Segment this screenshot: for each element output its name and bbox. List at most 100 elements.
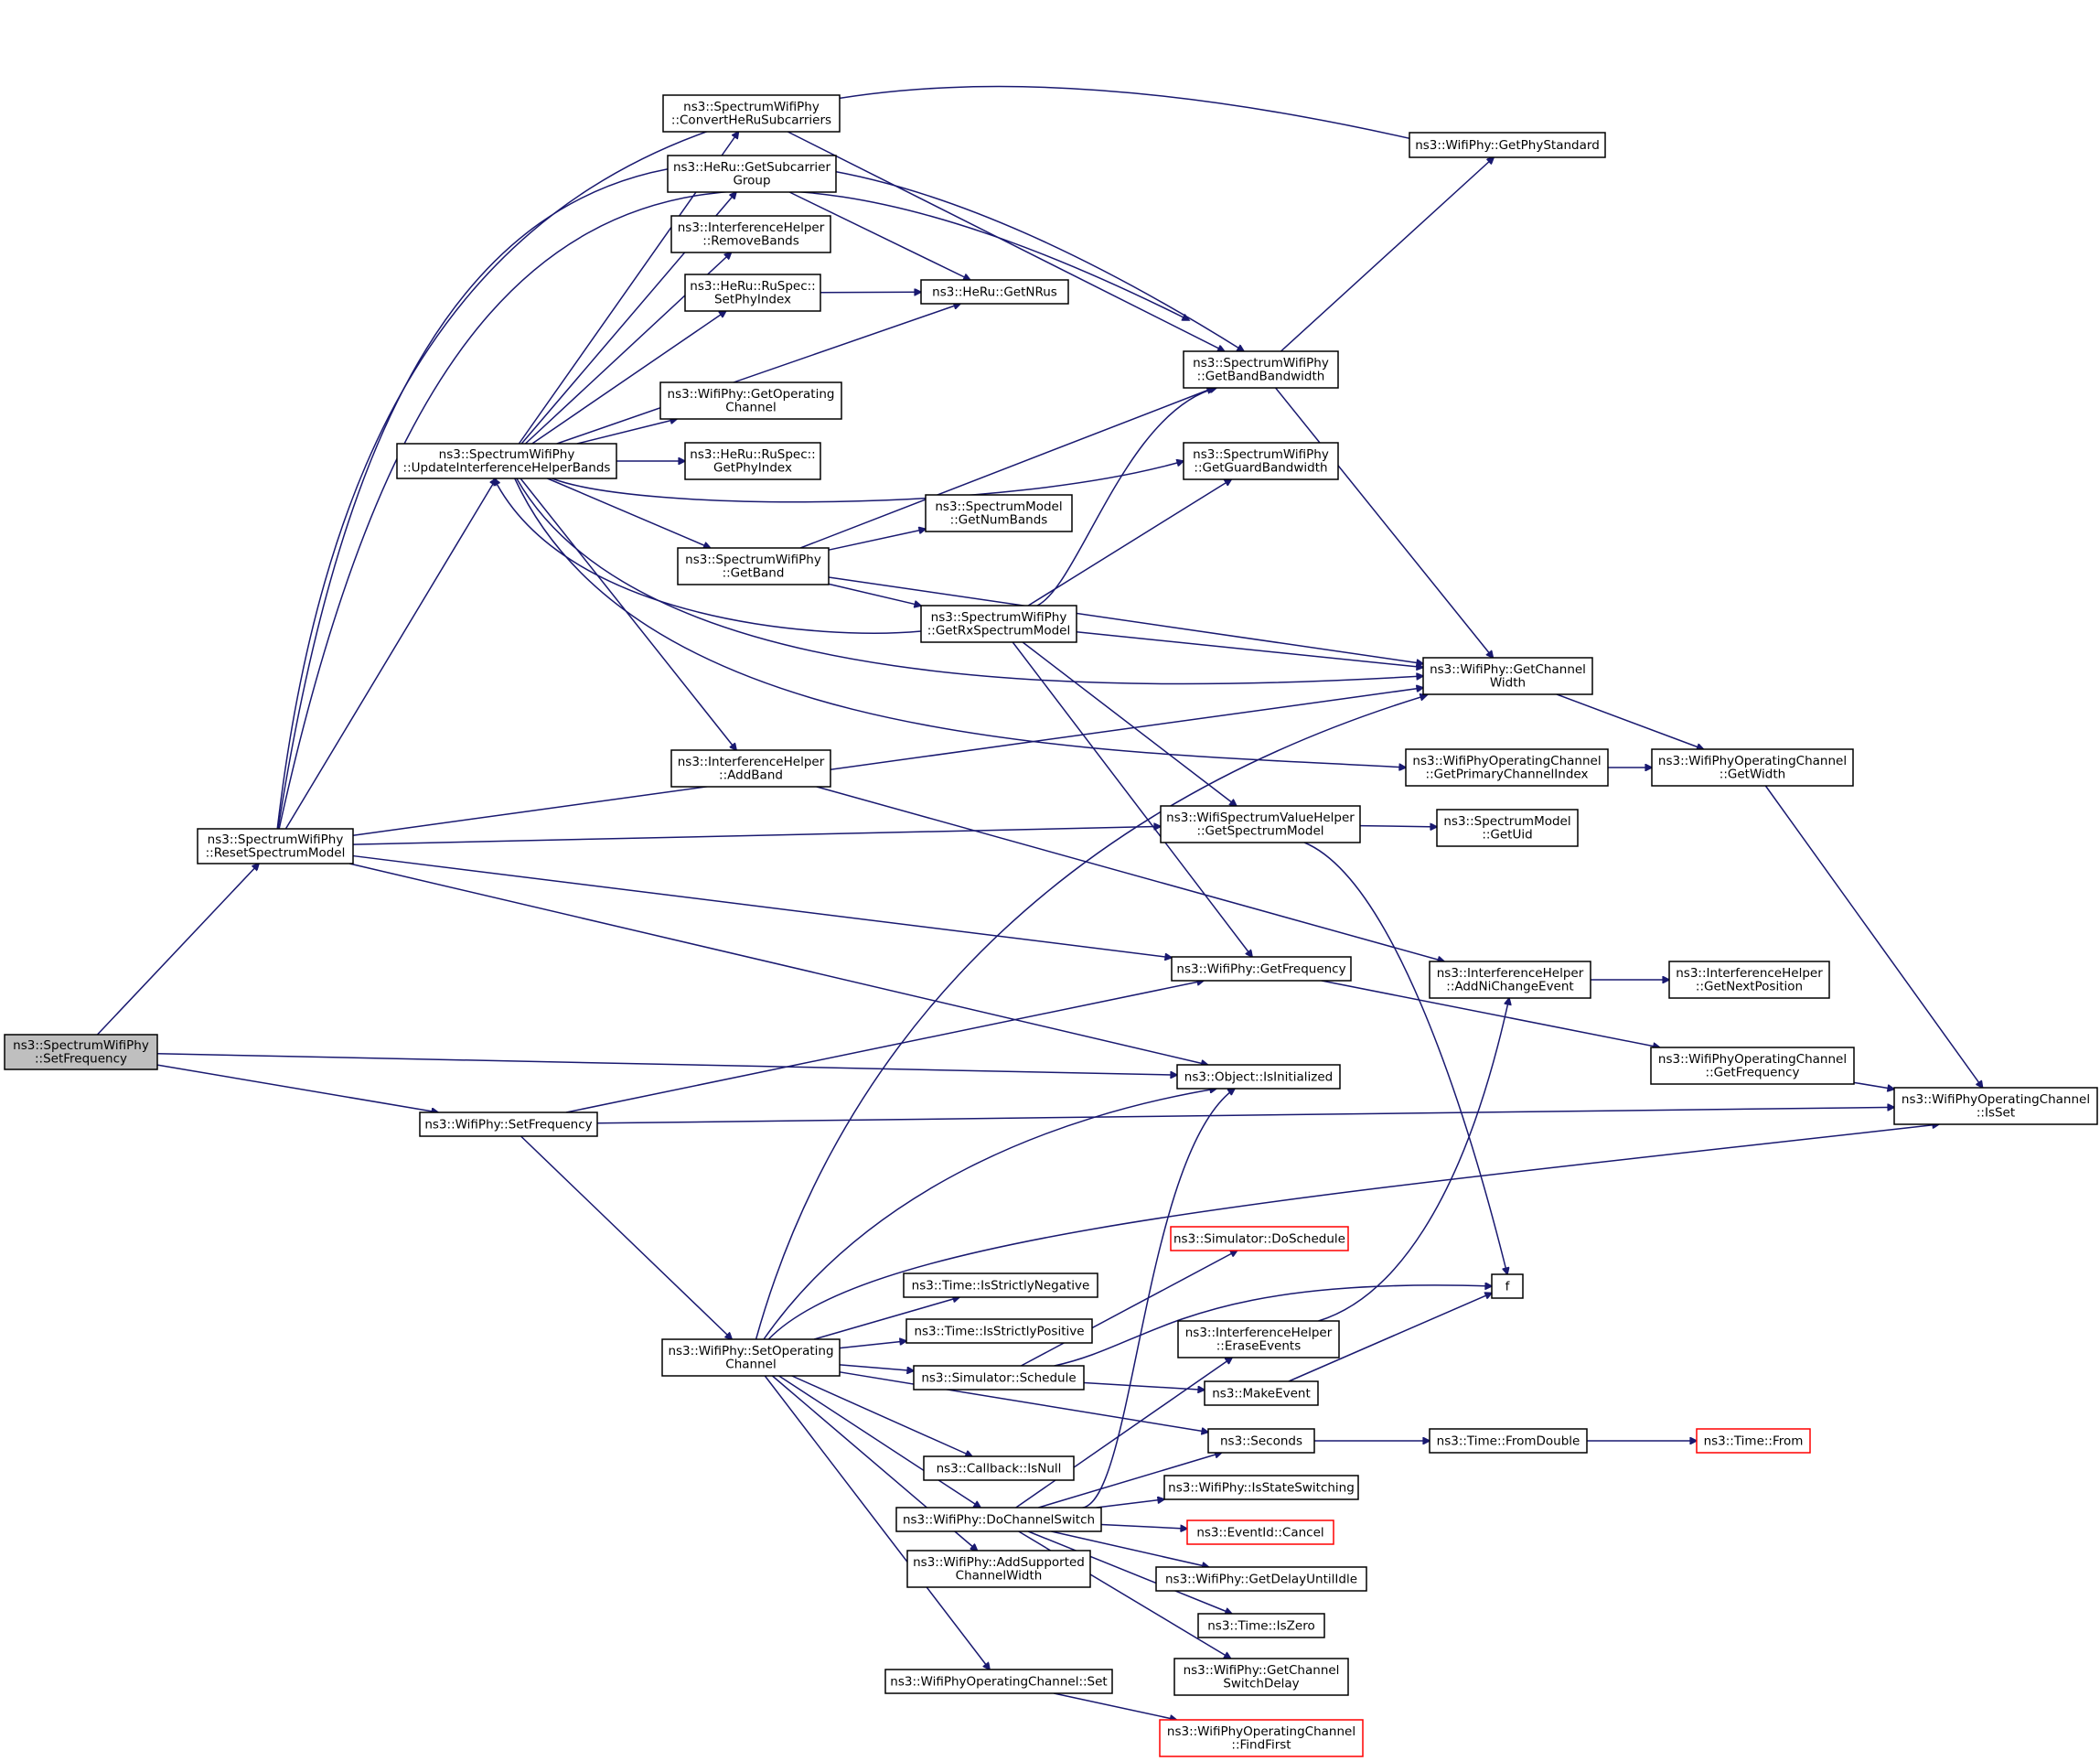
edge-path [565, 981, 1204, 1113]
edge-n2-n8 [576, 419, 677, 445]
node-label: ns3::InterferenceHelper [1185, 1326, 1333, 1340]
node-label: ns3::HeRu::RuSpec:: [690, 279, 815, 294]
graph-node[interactable]: ns3::WifiPhy::IsStateSwitching [1163, 1475, 1359, 1500]
graph-node[interactable]: ns3::InterferenceHelper::RemoveBands [670, 215, 831, 253]
graph-node[interactable]: ns3::WifiPhyOperatingChannel::GetFrequen… [1650, 1047, 1855, 1085]
graph-node[interactable]: ns3::HeRu::RuSpec::GetPhyIndex [684, 442, 821, 480]
graph-node[interactable]: ns3::HeRu::RuSpec::SetPhyIndex [684, 274, 821, 312]
graph-node[interactable]: ns3::WifiPhy::SetFrequency [419, 1111, 598, 1137]
graph-node[interactable]: ns3::InterferenceHelper::AddNiChangeEven… [1429, 961, 1591, 999]
graph-node[interactable]: ns3::SpectrumWifiPhy::ConvertHeRuSubcarr… [662, 94, 841, 133]
edge-path [352, 826, 1161, 845]
graph-node[interactable]: ns3::WifiPhy::GetFrequency [1171, 956, 1352, 982]
graph-node[interactable]: ns3::Time::FromDouble [1429, 1428, 1588, 1454]
graph-node[interactable]: ns3::SpectrumWifiPhy::UpdateInterference… [396, 443, 617, 479]
node-box [667, 155, 837, 193]
edge-n29-n25 [763, 1089, 1216, 1340]
node-label: ::GetNextPosition [1696, 980, 1803, 994]
graph-node[interactable]: ns3::SpectrumModel::GetNumBands [925, 494, 1073, 532]
graph-node[interactable]: ns3::Callback::IsNull [923, 1455, 1075, 1481]
edge-path [1051, 1530, 1208, 1567]
graph-node[interactable]: ns3::Time::From [1696, 1428, 1811, 1454]
node-box [925, 494, 1073, 532]
node-label: ::ConvertHeRuSubcarriers [671, 113, 831, 128]
graph-node[interactable]: ns3::Time::IsZero [1197, 1613, 1325, 1638]
graph-node[interactable]: ns3::SpectrumWifiPhy::ResetSpectrumModel [197, 828, 354, 864]
graph-node[interactable]: ns3::WifiPhyOperatingChannel::IsSet [1893, 1087, 2098, 1125]
node-box [1650, 1047, 1855, 1085]
edge-path [547, 478, 711, 548]
node-label: ChannelWidth [956, 1569, 1043, 1584]
node-box [1186, 1519, 1334, 1545]
edge-n1-n14 [276, 85, 1482, 830]
edge-n28-n22 [565, 981, 1204, 1113]
edge-path [276, 85, 1482, 830]
edge-n12-n16 [1027, 479, 1231, 607]
graph-node[interactable]: ns3::Object::IsInitialized [1176, 1064, 1341, 1090]
node-label: ns3::InterferenceHelper [678, 220, 825, 235]
graph-node[interactable]: ns3::WifiPhy::DoChannelSwitch [895, 1507, 1102, 1532]
graph-node[interactable]: ns3::SpectrumWifiPhy::GetBandBandwidth [1183, 350, 1339, 389]
graph-node[interactable]: ns3::InterferenceHelper::AddBand [670, 749, 831, 788]
edge-path [531, 311, 726, 445]
node-box [684, 442, 821, 480]
graph-node[interactable]: ns3::WifiPhyOperatingChannel::Set [884, 1669, 1113, 1694]
node-box [670, 749, 831, 788]
edge-n29-n37 [839, 1371, 1208, 1433]
graph-node[interactable]: ns3::SpectrumWifiPhy::GetGuardBandwidth [1183, 442, 1339, 480]
node-label: ns3::WifiPhyOperatingChannel [1658, 754, 1847, 768]
graph-node[interactable]: ns3::Time::IsStrictlyNegative [903, 1272, 1098, 1298]
graph-node[interactable]: ns3::HeRu::GetNRus [920, 279, 1069, 305]
graph-node[interactable]: ns3::SpectrumModel::GetUid [1436, 809, 1579, 847]
edge-n12-n20 [1022, 641, 1237, 806]
node-label: ::GetFrequency [1706, 1066, 1800, 1080]
edge-n26-n27 [1853, 1081, 1894, 1089]
edge-n42-n25 [1082, 1089, 1235, 1509]
edge-path [816, 786, 1444, 961]
graph-node[interactable]: ns3::MakeEvent [1204, 1380, 1319, 1406]
node-box [659, 381, 842, 420]
graph-node[interactable]: ns3::SpectrumWifiPhy::GetBand [677, 547, 830, 585]
graph-node[interactable]: ns3::InterferenceHelper::EraseEvents [1177, 1320, 1340, 1358]
node-label: ns3::WifiPhy::GetDelayUntilIdle [1165, 1572, 1357, 1586]
edge-path [755, 695, 1427, 1340]
graph-node[interactable]: ns3::Simulator::DoSchedule [1170, 1226, 1349, 1251]
edge-path [1318, 998, 1509, 1322]
edge-path [1303, 842, 1507, 1274]
edge-path [839, 1341, 906, 1349]
graph-node[interactable]: ns3::WifiPhyOperatingChannel::GetWidth [1651, 748, 1854, 787]
node-label: ns3::WifiPhy::GetPhyStandard [1415, 138, 1600, 153]
graph-node[interactable]: ns3::WifiPhyOperatingChannel::FindFirst [1159, 1719, 1364, 1757]
graph-node[interactable]: ns3::WifiPhy::GetPhyStandard [1409, 132, 1606, 158]
node-label: ns3::WifiPhy::AddSupported [913, 1555, 1085, 1570]
graph-node[interactable]: ns3::SpectrumWifiPhy::GetRxSpectrumModel [920, 605, 1077, 643]
graph-node[interactable]: ns3::InterferenceHelper::GetNextPosition [1668, 961, 1830, 999]
edge-path [1054, 1692, 1176, 1720]
graph-node[interactable]: ns3::Time::IsStrictlyPositive [905, 1318, 1093, 1344]
node-label: ::GetPrimaryChannelIndex [1426, 768, 1589, 782]
graph-node[interactable]: ns3::WifiPhyOperatingChannel::GetPrimary… [1405, 748, 1609, 787]
graph-node[interactable]: ns3::EventId::Cancel [1186, 1519, 1334, 1545]
edge-path [514, 478, 1406, 768]
graph-node[interactable]: ns3::Simulator::Schedule [913, 1365, 1085, 1391]
edge-path [96, 864, 259, 1036]
graph-node[interactable]: ns3::WifiSpectrumValueHelper::GetSpectru… [1160, 805, 1361, 843]
edge-n2-n11 [547, 478, 711, 548]
node-box [906, 1550, 1091, 1588]
graph-node[interactable]: f [1491, 1273, 1524, 1299]
edge-path [799, 388, 1214, 549]
graph-node[interactable]: ns3::SpectrumWifiPhy::SetFrequency [4, 1034, 158, 1070]
graph-node[interactable]: ns3::WifiPhy::GetDelayUntilIdle [1155, 1566, 1367, 1592]
edge-n36-n32 [1288, 1293, 1492, 1382]
graph-node[interactable]: ns3::Seconds [1207, 1428, 1315, 1454]
edge-n3-n15 [787, 131, 1224, 351]
node-label: ::GetSpectrumModel [1196, 824, 1323, 839]
edge-path [1027, 1530, 1232, 1614]
node-label: ns3::HeRu::RuSpec:: [690, 447, 815, 462]
